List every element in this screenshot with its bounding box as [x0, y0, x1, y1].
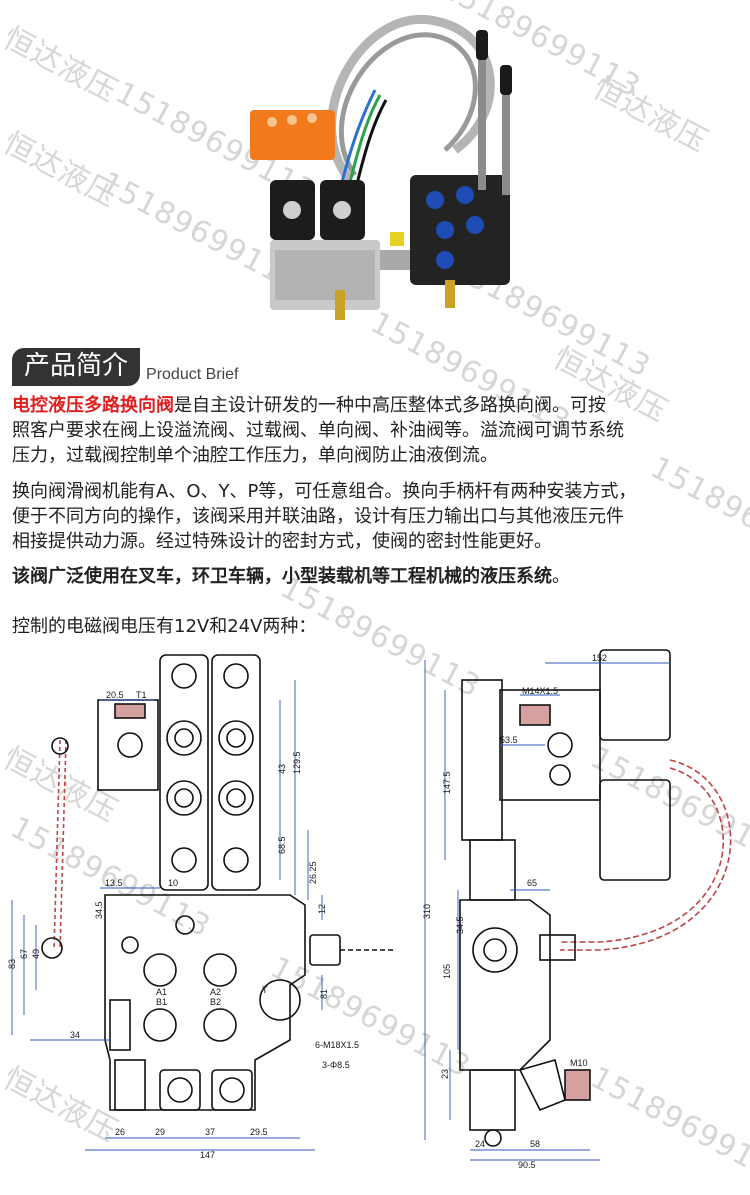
dim-side-152: 152: [592, 653, 607, 663]
port-t: T: [262, 985, 268, 995]
dim-side-310: 310: [422, 904, 432, 919]
dim-side-90-5: 90.5: [518, 1160, 536, 1170]
intro-line1: 是自主设计研发的一种中高压整体式多路换向阀。可按: [174, 395, 606, 416]
port-b2: B2: [210, 997, 221, 1007]
section-title-cn: 产品简介: [12, 348, 141, 386]
dim-front-81: 81: [319, 989, 329, 999]
product-name-highlight: 电控液压多路换向阀: [12, 395, 174, 416]
port-a1: A1: [156, 987, 167, 997]
intro-line2: 照客户要求在阀上设溢流阀、过载阀、单向阀、补油阀等。溢流阀可调节系统: [12, 420, 624, 441]
dim-front-147: 147: [200, 1150, 215, 1160]
intro-line3: 压力，过载阀控制单个油腔工作压力，单向阀防止油液倒流。: [12, 445, 498, 466]
dim-front-37: 37: [205, 1127, 215, 1137]
callout-bolt-holes: 3-Φ8.5: [322, 1060, 350, 1070]
dim-front-29: 29: [155, 1127, 165, 1137]
spool-line1: 换向阀滑阀机能有A、O、Y、P等，可任意组合。换向手柄杆有两种安装方式，: [12, 481, 637, 502]
dim-side-m10: M10: [570, 1058, 588, 1068]
usage-end: 。: [552, 566, 570, 587]
dim-front-26-25: 26.25: [308, 861, 318, 884]
dim-side-23: 23: [440, 1069, 450, 1079]
watermark-brand: 恒达液压: [0, 20, 124, 110]
dim-front-29-5: 29.5: [250, 1127, 268, 1137]
spool-line3: 相接提供动力源。经过特殊设计的密封方式，使阀的密封性能更好。: [12, 531, 552, 552]
dim-front-67: 67: [19, 949, 29, 959]
dim-front-83: 83: [7, 959, 17, 969]
dim-side-24: 24: [475, 1139, 485, 1149]
dim-side-53-5: 53.5: [500, 735, 518, 745]
watermark-brand: 恒达液压: [587, 70, 714, 160]
dim-front-49: 49: [31, 949, 41, 959]
dim-front-34-5: 34.5: [94, 901, 104, 919]
dim-side-58: 58: [530, 1139, 540, 1149]
dim-front-12: 12: [317, 904, 327, 914]
watermark-brand: 恒达液压: [0, 125, 124, 215]
product-photo: [250, 14, 512, 320]
dim-side-34-5: 34.5: [455, 916, 465, 934]
spool-line2: 便于不同方向的操作，该阀采用并联油路，设计有压力输出口与其他液压元件: [12, 506, 624, 527]
usage-paragraph: 该阀广泛使用在叉车，环卫车辆，小型装载机等工程机械的液压系统。: [12, 564, 740, 589]
dim-side-147-5: 147.5: [442, 771, 452, 794]
section-header: 产品简介 Product Brief: [12, 346, 239, 386]
dim-side-m14: M14X1.5: [522, 686, 558, 696]
callout-thread: 6-M18X1.5: [315, 1040, 359, 1050]
dim-front-13-5: 13.5: [105, 878, 123, 888]
dim-side-105: 105: [442, 964, 452, 979]
dim-front-43: 43: [277, 764, 287, 774]
dim-front-t1: T1: [136, 690, 147, 700]
dim-front-34: 34: [70, 1030, 80, 1040]
dim-front-129-5: 129.5: [292, 751, 302, 774]
port-b1: B1: [156, 997, 167, 1007]
intro-paragraph: 电控液压多路换向阀是自主设计研发的一种中高压整体式多路换向阀。可按 照客户要求在…: [12, 393, 740, 468]
dim-front-20-5: 20.5: [106, 690, 124, 700]
section-title-en: Product Brief: [146, 366, 239, 383]
dim-front-26: 26: [115, 1127, 125, 1137]
usage-text: 该阀广泛使用在叉车，环卫车辆，小型装载机等工程机械的液压系统: [12, 566, 552, 587]
dim-front-68-5: 68.5: [277, 836, 287, 854]
dim-side-65: 65: [527, 878, 537, 888]
port-a2: A2: [210, 987, 221, 997]
dim-front-10: 10: [168, 878, 178, 888]
voltage-paragraph: 控制的电磁阀电压有12V和24V两种：: [12, 614, 740, 639]
spool-paragraph: 换向阀滑阀机能有A、O、Y、P等，可任意组合。换向手柄杆有两种安装方式， 便于不…: [12, 479, 740, 554]
voltage-text: 控制的电磁阀电压有12V和24V两种：: [12, 616, 317, 637]
technical-drawing: 20.5 T1 13.5 10 34.5 12 49 67 83 34 43 1…: [7, 649, 732, 1170]
